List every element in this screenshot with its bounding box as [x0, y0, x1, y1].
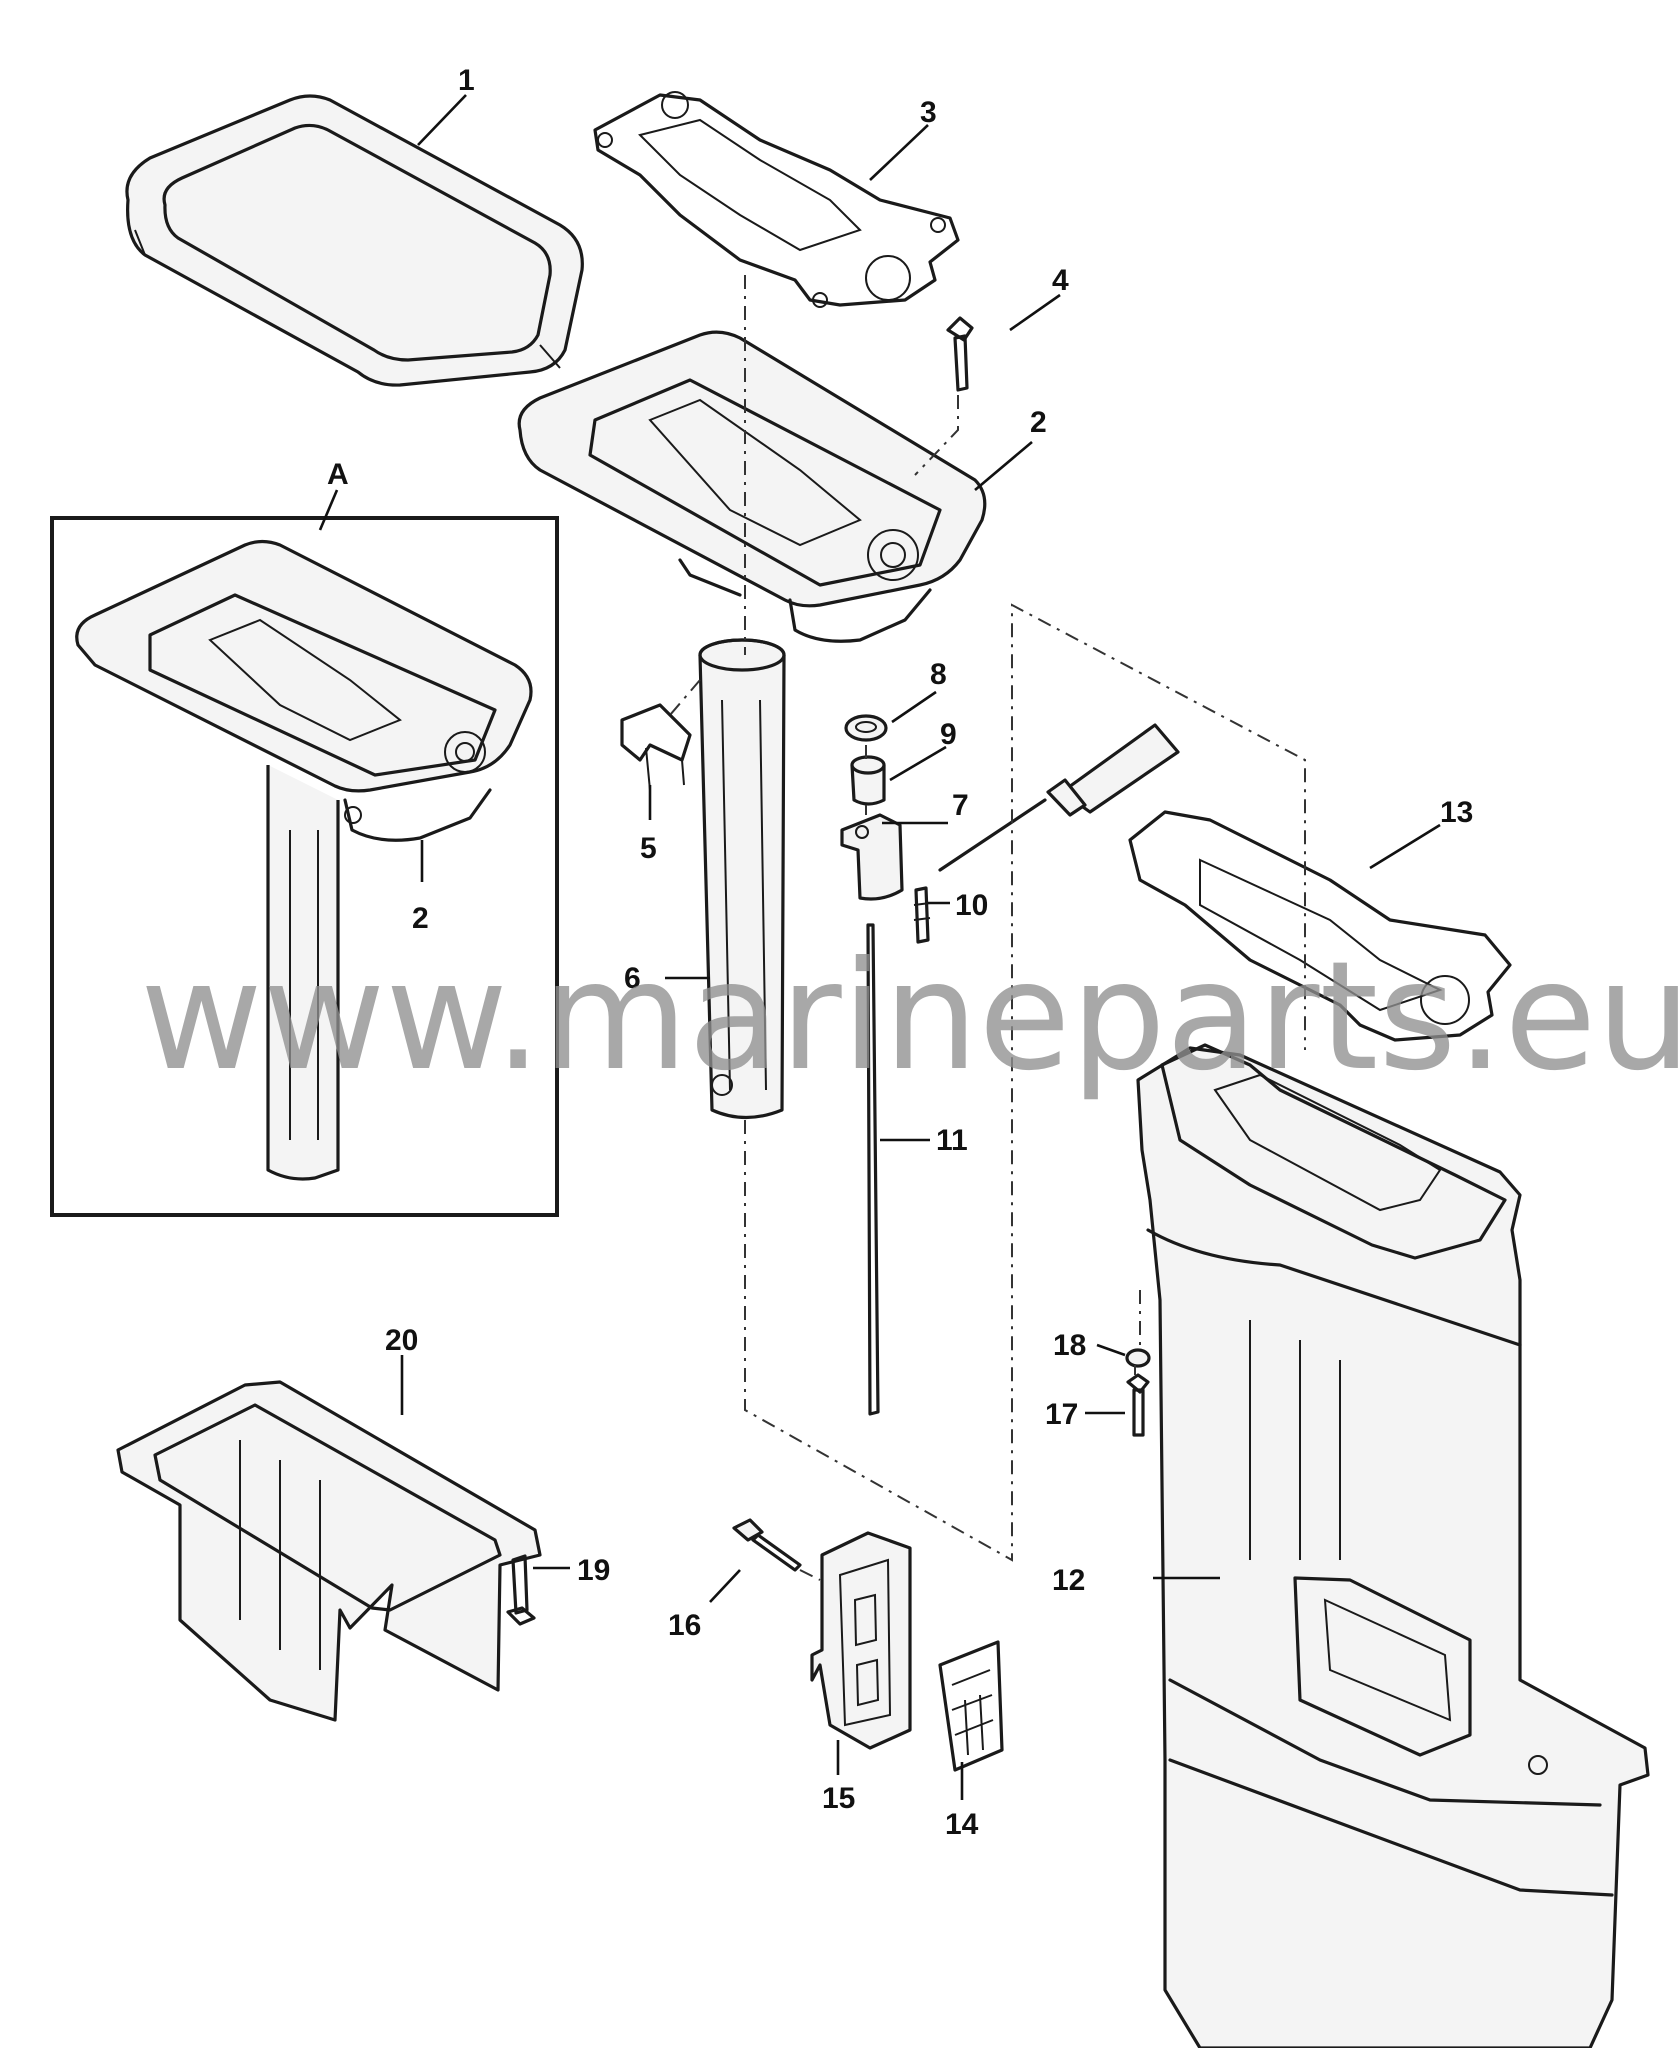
callout-3: 3: [920, 96, 937, 129]
alignment-lines: [669, 275, 1306, 1581]
shroud-part: [116, 1380, 542, 1722]
callout-20: 20: [385, 1324, 418, 1357]
detail-a-label: A: [327, 458, 349, 491]
gasket-top-part: [593, 91, 960, 308]
callout-8: 8: [930, 658, 947, 691]
watermark-text: www.marineparts.eu: [140, 930, 1680, 1104]
screw-part-16: [732, 1518, 802, 1572]
callout-9: 9: [940, 718, 957, 751]
screw-part-4: [946, 316, 974, 392]
exhaust-tube-part: [698, 638, 786, 1120]
cup-part: [840, 813, 904, 901]
callout-10: 10: [955, 889, 988, 922]
callout-4: 4: [1052, 264, 1069, 297]
sealant-tube-part: [938, 723, 1180, 872]
callout-17: 17: [1045, 1398, 1078, 1431]
screw-part-19: [506, 1554, 536, 1626]
callout-16: 16: [668, 1609, 701, 1642]
callout-5: 5: [640, 832, 657, 865]
seal-part: [844, 714, 888, 742]
driveshaft-housing-part: [1136, 1043, 1650, 2048]
callout-14: 14: [945, 1808, 979, 1841]
adapter-plate-part: [517, 330, 987, 643]
callout-15: 15: [822, 1782, 855, 1815]
bracket-part: [620, 703, 692, 791]
callout-6: 6: [624, 962, 641, 995]
callout-19: 19: [577, 1554, 610, 1587]
callout-13: 13: [1440, 796, 1473, 829]
callout-11: 11: [936, 1124, 968, 1157]
callout-12: 12: [1052, 1564, 1085, 1597]
adapter-seal-part: [125, 94, 584, 387]
screw-part-10: [913, 886, 931, 944]
callout-7: 7: [952, 789, 969, 822]
leader-lines: [318, 94, 1441, 1800]
callout-2-main: 2: [1030, 406, 1047, 439]
callout-18: 18: [1053, 1329, 1086, 1362]
washer-part: [1125, 1348, 1151, 1368]
screw-part-17: [1126, 1373, 1150, 1437]
cover-plate-part: [810, 1531, 912, 1750]
callout-2-detail: 2: [412, 902, 429, 935]
gasket-lower-part: [1128, 810, 1512, 1042]
shaft-part: [866, 923, 880, 1416]
bushing-part: [850, 755, 886, 806]
screen-part: [938, 1640, 1004, 1772]
detail-a-inset: [50, 516, 559, 1217]
callout-1: 1: [458, 64, 475, 97]
callout-labels: 1 2 3 4 2 5 6 7 8 9 10 11 12 13 14 15 16…: [327, 64, 1473, 1841]
